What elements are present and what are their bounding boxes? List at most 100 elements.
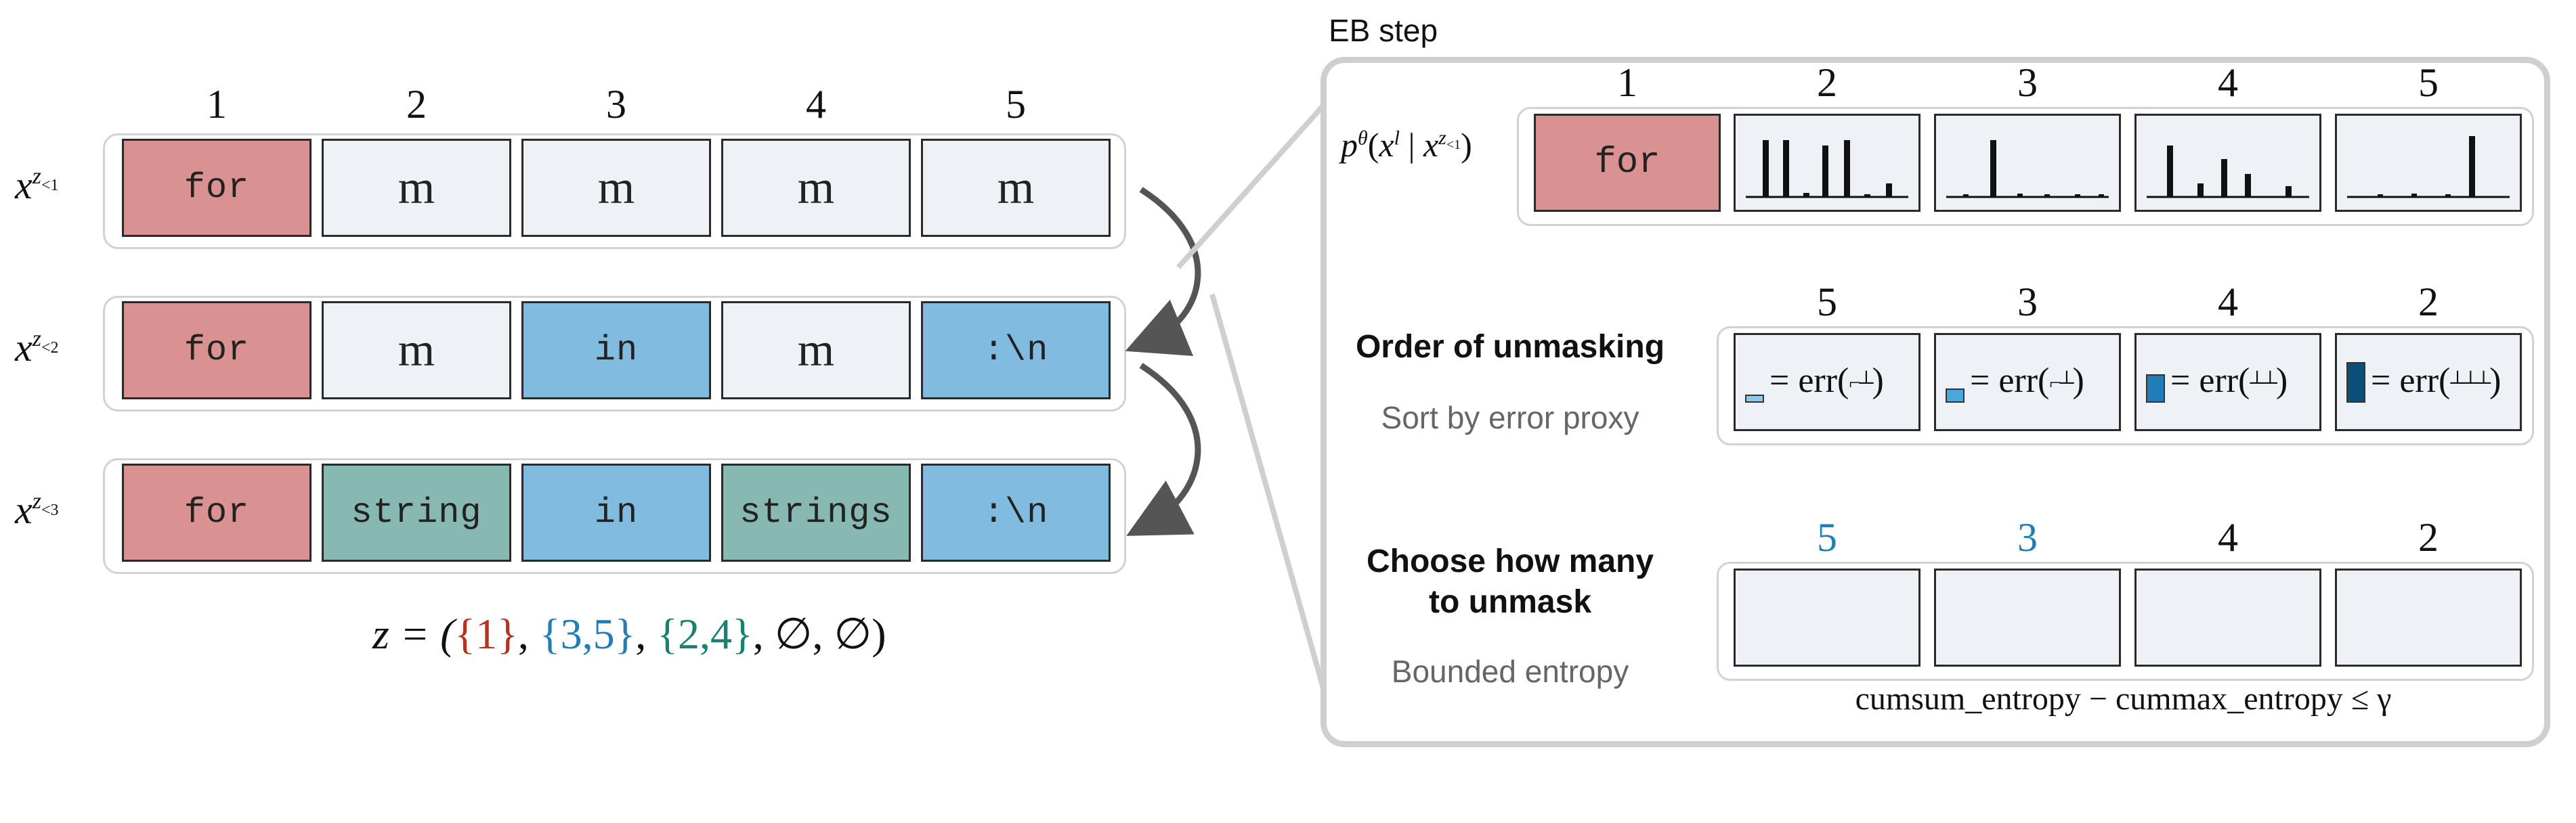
- token-r3-c5: :\n: [921, 464, 1111, 562]
- token-text: m: [797, 324, 835, 376]
- token-text: for: [184, 330, 250, 370]
- error-text: = err(⌐┴): [1970, 361, 2084, 401]
- token-text: m: [398, 324, 435, 376]
- err-prefix: = err(: [2371, 361, 2451, 400]
- entropy-cell-2: [1934, 569, 2121, 667]
- token-text: m: [797, 161, 835, 214]
- prob-x2: x: [1423, 126, 1439, 164]
- token-r1-c3: m: [521, 139, 711, 237]
- error-proxy-cell-1: = err(⌐┴): [1734, 333, 1920, 431]
- spike-histogram: [2347, 136, 2510, 198]
- panel-column-number-2: 2: [1817, 60, 1837, 105]
- token-r3-c1: for: [122, 464, 312, 562]
- column-number-4: 4: [806, 82, 826, 127]
- order-heading: Order of unmasking: [1355, 329, 1665, 365]
- token-text: strings: [739, 493, 893, 533]
- column-number-1: 1: [207, 82, 227, 127]
- column-number-3: 3: [606, 82, 626, 127]
- mini-histogram-icon: ┴┴┴: [2450, 372, 2491, 394]
- token-r1-c4: m: [721, 139, 911, 237]
- zoom-connector-lines: [1176, 103, 1327, 692]
- probability-label: pθ(xl | xz<1): [1341, 125, 1472, 164]
- err-close: ): [2489, 361, 2502, 400]
- panel-token-text: for: [1594, 142, 1660, 183]
- token-text: :\n: [983, 330, 1049, 370]
- arrow-row2-to-row3: [1126, 363, 1201, 536]
- label-sup: z: [32, 489, 41, 514]
- token-text: for: [184, 493, 250, 533]
- arrow-row1-to-row2: [1125, 187, 1201, 356]
- error-bar: [2146, 374, 2165, 403]
- prob-l: l: [1394, 127, 1400, 150]
- token-r2-c3: in: [521, 301, 711, 399]
- err-close: ): [2275, 361, 2288, 400]
- order-number-2: 3: [2017, 280, 2038, 324]
- prob-lt: <1: [1446, 137, 1461, 153]
- token-text: m: [997, 161, 1035, 214]
- mini-histogram-icon: ⌐┴: [2049, 372, 2074, 394]
- formula-prefix: z = (: [372, 610, 455, 658]
- panel-column-number-5: 5: [2418, 60, 2439, 105]
- entropy-cell-1: [1734, 569, 1920, 667]
- choose-number-4: 2: [2418, 515, 2439, 560]
- token-r3-c3: in: [521, 464, 711, 562]
- prob-open: (: [1367, 126, 1379, 164]
- choose-subheading: Bounded entropy: [1391, 654, 1629, 689]
- prob-bar: |: [1399, 126, 1423, 164]
- err-close: ): [1872, 361, 1884, 400]
- choose-number-3: 4: [2218, 515, 2238, 560]
- token-text: in: [594, 330, 639, 370]
- order-number-1: 5: [1817, 280, 1837, 324]
- token-r2-c5: :\n: [921, 301, 1111, 399]
- err-prefix: = err(: [1970, 361, 2050, 400]
- order-number-4: 2: [2418, 280, 2439, 324]
- order-subheading: Sort by error proxy: [1381, 400, 1639, 435]
- distribution-4: [2134, 114, 2321, 212]
- panel-column-number-3: 3: [2017, 60, 2038, 105]
- prob-close: ): [1461, 126, 1472, 164]
- error-proxy-cell-4: = err(┴┴┴): [2335, 333, 2522, 431]
- error-text: = err(┴┴): [2170, 361, 2288, 401]
- transition-arrows: [1125, 187, 1201, 536]
- label-sup: z: [32, 326, 41, 351]
- error-text: = err(┴┴┴): [2371, 361, 2501, 401]
- token-text: m: [597, 161, 635, 214]
- z-formula: z = ({1}, {3,5}, {2,4}, ∅, ∅): [372, 609, 886, 659]
- label-sub: <1: [41, 177, 59, 194]
- formula-tail: , ∅, ∅): [752, 610, 886, 658]
- distribution-2: [1734, 114, 1920, 212]
- label-base: x: [15, 488, 33, 532]
- error-proxy-cell-2: = err(⌐┴): [1934, 333, 2121, 431]
- token-r2-c1: for: [122, 301, 312, 399]
- token-r2-c4: m: [721, 301, 911, 399]
- token-text: m: [398, 161, 435, 214]
- label-sup: z: [32, 164, 41, 189]
- token-r2-c2: m: [322, 301, 511, 399]
- mini-histogram-icon: ┴┴: [2250, 372, 2277, 394]
- choose-heading-line2: to unmask: [1428, 584, 1592, 620]
- spike-histogram: [1946, 140, 2109, 198]
- order-number-3: 4: [2218, 280, 2238, 324]
- choose-number-1: 5: [1817, 515, 1837, 560]
- err-close: ): [2072, 361, 2084, 400]
- token-text: :\n: [983, 493, 1049, 533]
- token-r1-c5: m: [921, 139, 1111, 237]
- choose-heading: Choose how many to unmask: [1348, 541, 1673, 623]
- error-proxy-cell-3: = err(┴┴): [2134, 333, 2321, 431]
- row-label-1: xz<1: [15, 162, 59, 208]
- label-base: x: [15, 163, 33, 207]
- error-bar: [1745, 395, 1764, 403]
- panel-column-number-1: 1: [1617, 60, 1637, 105]
- row-label-2: xz<2: [15, 325, 59, 370]
- prob-p: p: [1341, 126, 1358, 164]
- spike-histogram: [1746, 140, 1908, 198]
- err-prefix: = err(: [2170, 361, 2250, 400]
- spike-histogram: [2147, 146, 2309, 198]
- column-number-5: 5: [1006, 82, 1026, 127]
- token-r3-c4: strings: [721, 464, 911, 562]
- choose-number-2: 3: [2017, 515, 2038, 560]
- mini-histogram-icon: ⌐┴: [1849, 372, 1873, 394]
- token-r1-c2: m: [322, 139, 511, 237]
- formula-separator: ,: [635, 610, 658, 658]
- entropy-cell-4: [2335, 569, 2522, 667]
